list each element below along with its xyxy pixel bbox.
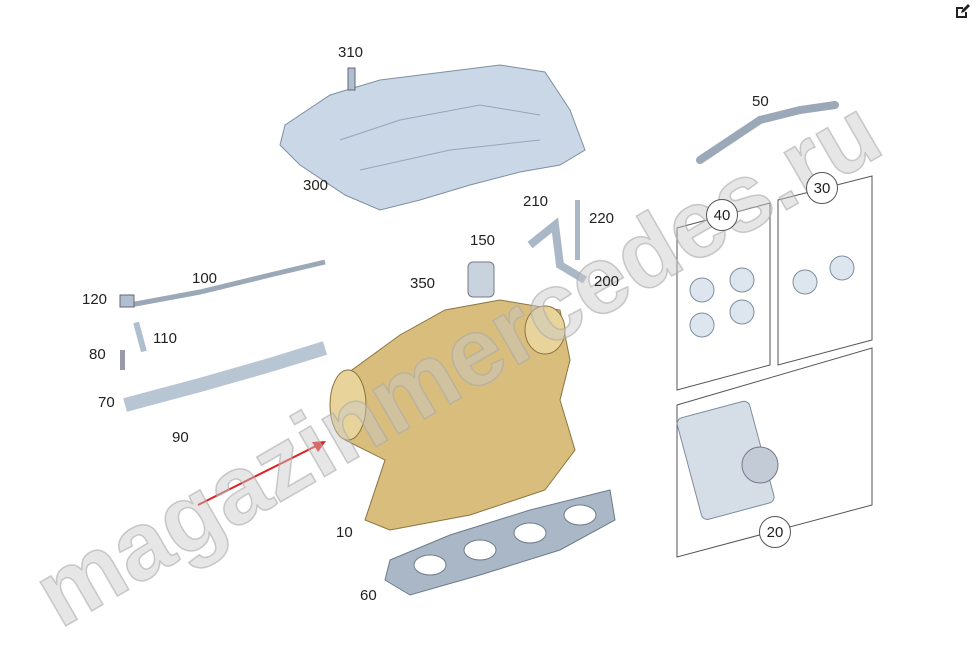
pipe-50 [696, 101, 839, 164]
bracket-200 [527, 217, 588, 284]
edit-icon[interactable] [954, 4, 970, 20]
part-label-20[interactable]: 20 [759, 516, 791, 548]
part-label-220[interactable]: 220 [589, 210, 615, 227]
part-label-50[interactable]: 50 [752, 93, 769, 110]
part-label-110[interactable]: 110 [153, 330, 177, 347]
part-label-90[interactable]: 90 [172, 429, 189, 446]
rail-70 [123, 341, 328, 412]
fitting-150 [467, 261, 495, 298]
heat-shield-300 [279, 64, 586, 211]
kit-box-40 [676, 202, 771, 391]
part-label-60[interactable]: 60 [360, 587, 377, 604]
part-label-70[interactable]: 70 [98, 394, 115, 411]
part-label-80[interactable]: 80 [89, 346, 106, 363]
pointer-arrow [197, 444, 319, 506]
part-label-300[interactable]: 300 [303, 177, 329, 194]
kit-box-20 [676, 347, 873, 558]
part-label-310[interactable]: 310 [338, 44, 364, 61]
part-label-350[interactable]: 350 [410, 275, 436, 292]
part-label-150[interactable]: 150 [470, 232, 496, 249]
bolt-310 [347, 67, 356, 91]
part-label-10[interactable]: 10 [336, 524, 353, 541]
part-label-120[interactable]: 120 [82, 291, 108, 308]
part-label-100[interactable]: 100 [192, 270, 218, 287]
part-label-30[interactable]: 30 [806, 172, 838, 204]
line-100 [129, 259, 326, 308]
turbocharger-10 [331, 299, 576, 531]
part-label-40[interactable]: 40 [706, 199, 738, 231]
kit-box-30 [777, 175, 873, 366]
part-label-210[interactable]: 210 [523, 193, 549, 210]
part-label-200[interactable]: 200 [594, 273, 620, 290]
